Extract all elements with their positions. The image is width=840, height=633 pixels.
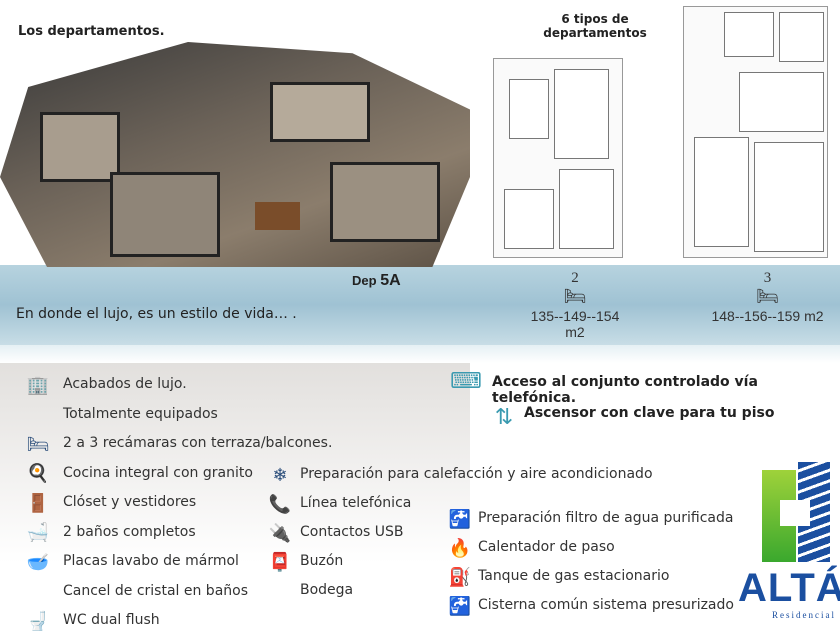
highlight-access: Acceso al conjunto controlado vía telefó… [492,374,758,406]
mailbox-icon: 📮 [268,551,292,572]
elevator-icon: ⇅ [494,404,514,429]
area-range: 148--156--159 m2 [711,308,824,324]
closet-icon: 🚪 [26,492,50,513]
gas-tank-icon: ⛽ [448,566,472,587]
air-conditioner-icon: ❄ [272,464,288,485]
feature-item: Totalmente equipados [63,405,218,422]
logo-subtitle: Residencial [772,610,836,620]
apartment-3d-render [0,42,470,267]
water-heater-icon: 🔥 [448,537,472,558]
feature-item: Calentador de paso [478,539,615,555]
feature-item: 2 a 3 recámaras con terraza/balcones. [63,435,333,451]
feature-item: 2 baños completos [63,523,196,540]
bedroom-count: 3 [763,270,772,286]
feature-item: Clóset y vestidores [63,494,197,510]
render-label-prefix: Dep [352,273,377,288]
bathtub-icon: 🛁 [26,522,50,542]
feature-item: Preparación filtro de agua purificada [478,510,734,526]
phone-icon: 📞 [268,493,292,514]
keypad-icon: ⌨ [450,368,482,393]
water-filter-icon: 🚰 [448,508,472,529]
logo-name: ALTÁI [738,566,840,610]
cistern-tap-icon: 🚰 [448,595,472,616]
floor-plan-3br [683,6,828,258]
highlight-elevator: Ascensor con clave para tu piso [524,405,775,421]
render-label-unit: 5A [380,272,401,289]
area-range: 135--149--154 m2 [530,308,620,340]
kitchen-icon: 🍳 [26,463,50,483]
toilet-icon: 🚽 [26,610,50,631]
blue-band [0,265,840,345]
render-label: Dep 5A [352,272,401,290]
unit-type-3: 3 🛏 148--156--159 m2 [705,270,830,324]
building-icon: 🏢 [26,374,50,395]
bed-icon: 🛏 [563,286,587,306]
render-reflection [0,363,470,563]
bed-icon: 🛏 [756,286,779,306]
feature-item: Cisterna común sistema presurizado [478,597,734,613]
feature-item: WC dual flush [63,612,160,628]
page-title: Los departamentos. [18,24,165,39]
feature-item: Preparación para calefacción y aire acon… [300,466,653,482]
feature-item: Placas lavabo de mármol [63,553,239,569]
types-label-line2: departamentos [543,26,647,40]
band-fade [0,345,840,363]
types-label-line1: 6 tipos de [561,12,629,26]
floor-plan-2br [493,58,623,258]
feature-item: Cocina integral con granito [63,464,253,481]
bed-icon: 🛏 [26,433,50,454]
feature-item: Contactos USB [300,524,404,540]
usb-plug-icon: 🔌 [268,522,292,543]
feature-item: Tanque de gas estacionario [478,568,670,584]
logo-mark [762,462,832,562]
feature-item: Línea telefónica [300,495,412,511]
feature-item: Acabados de lujo. [63,376,187,392]
feature-item: Bodega [300,582,354,598]
feature-item: Buzón [300,553,344,569]
tagline: En donde el lujo, es un estilo de vida… … [16,306,297,322]
sink-icon: 🥣 [26,551,50,572]
unit-type-2: 2 🛏 135--149--154 m2 [520,270,630,340]
bedroom-count: 2 [571,270,579,286]
feature-item: Cancel de cristal en baños [63,582,249,599]
